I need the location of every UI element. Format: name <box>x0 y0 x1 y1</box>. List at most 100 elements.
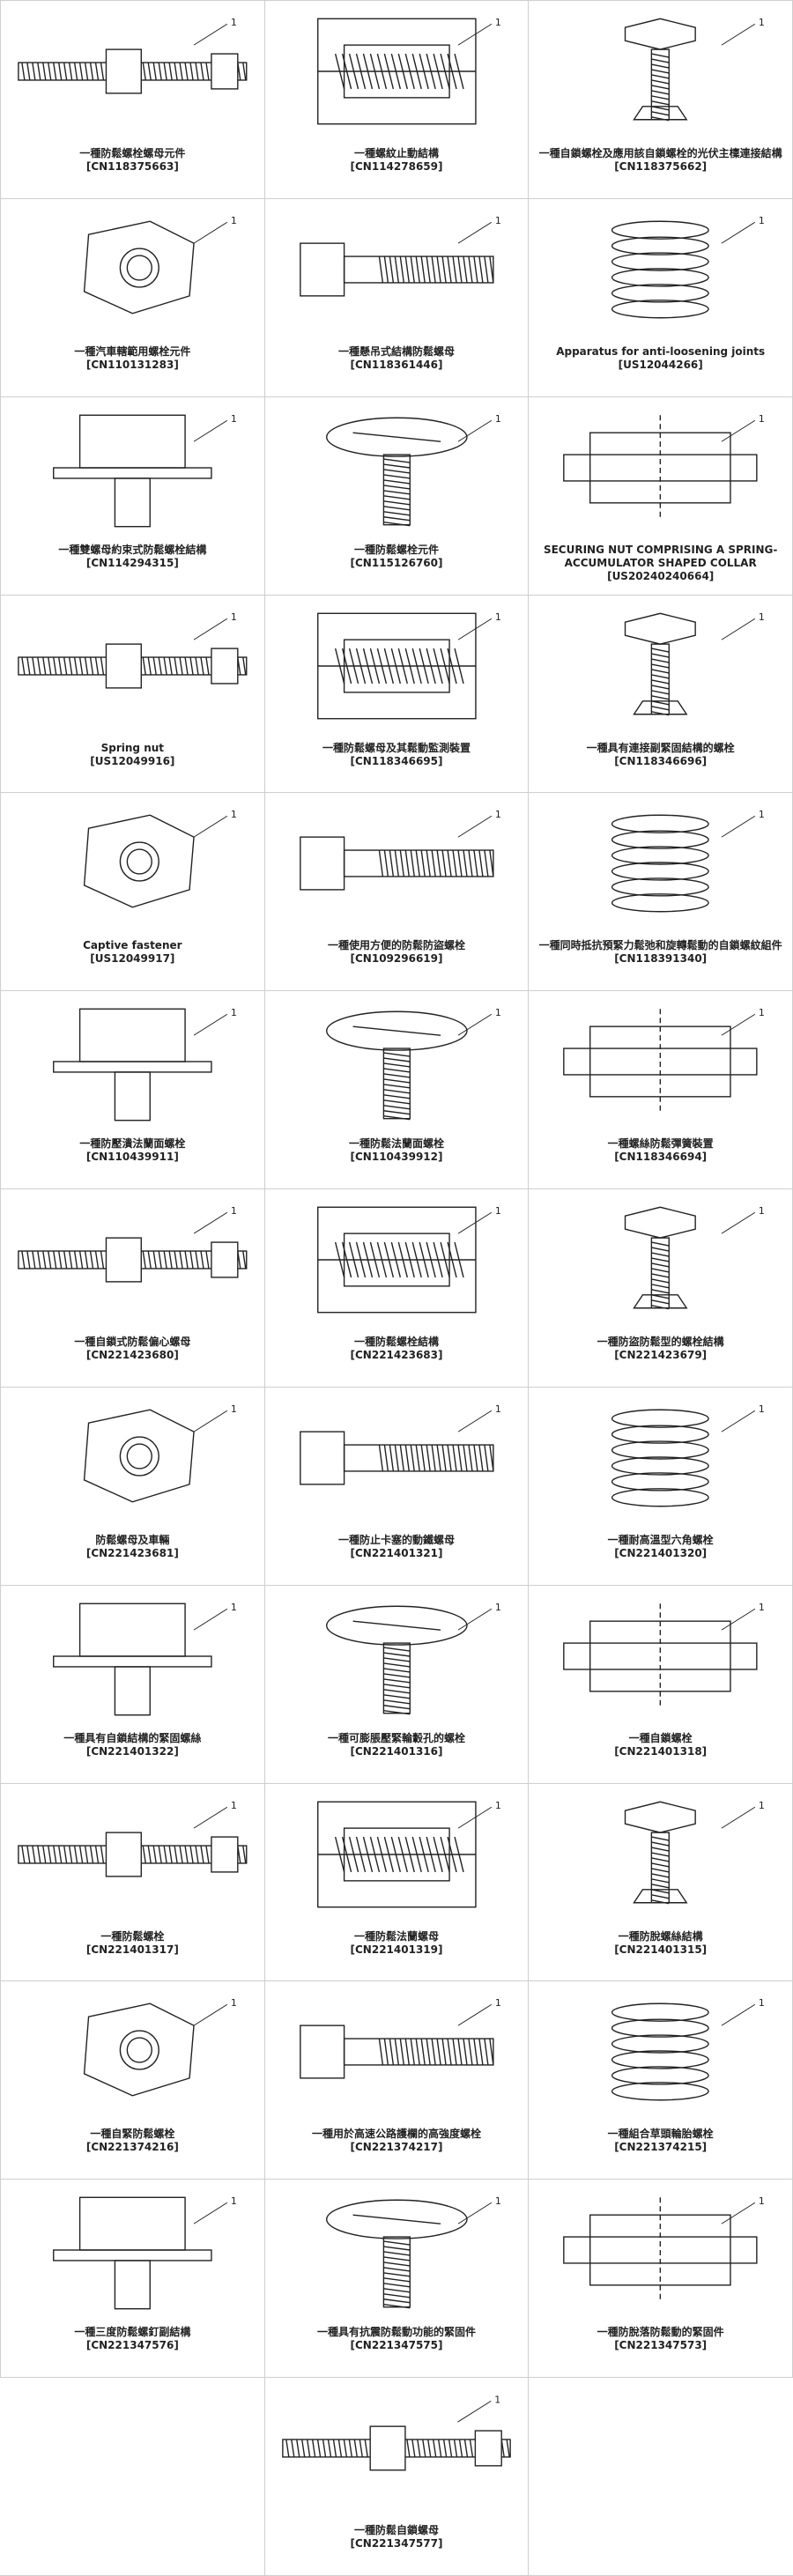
patent-caption: 一種三度防鬆螺釘副結構[CN221347576] <box>69 2321 196 2359</box>
patent-number: [CN118361446] <box>350 358 443 371</box>
fastener-drawing-icon: 1 <box>563 2196 765 2304</box>
patent-caption: 一種汽車轄範用螺栓元件[CN110131283] <box>69 340 196 379</box>
fastener-drawing-icon: 1 <box>53 413 237 528</box>
svg-text:1: 1 <box>759 1205 765 1217</box>
patent-title: Apparatus for anti-loosening joints <box>556 344 766 358</box>
patent-caption: 一種防壓潰法蘭面螺栓[CN110439911] <box>74 1132 190 1171</box>
svg-text:1: 1 <box>759 17 765 28</box>
patent-number: [CN118391340] <box>614 952 708 966</box>
svg-text:1: 1 <box>495 810 501 821</box>
patent-number: [CN110131283] <box>85 358 179 371</box>
patent-caption: 一種使用方便的防鬆防盜螺栓[CN109296619] <box>322 934 471 973</box>
svg-text:1: 1 <box>495 1800 501 1811</box>
fastener-drawing-icon: 1 <box>18 1205 248 1283</box>
fastener-drawing-icon: 1 <box>316 611 501 719</box>
patent-title: 一種具有抗震防鬆動功能的緊固件 <box>317 2326 477 2339</box>
patent-title: 一種防鬆螺栓元件 <box>353 543 439 556</box>
patent-title: 一種自鎖螺栓及應用該自鎖螺栓的光伏主檁連接結構 <box>538 147 782 159</box>
patent-title: Captive fastener <box>83 939 182 952</box>
patent-number: [CN110439912] <box>350 1151 443 1164</box>
patent-title: SECURING NUT COMPRISING A SPRING-ACCUMUL… <box>543 543 778 569</box>
patent-number: [CN118375662] <box>614 160 708 173</box>
patent-title: 一種防脫螺絲結構 <box>618 1929 703 1943</box>
patent-number: [CN221401315] <box>614 1943 708 1956</box>
svg-text:1: 1 <box>231 1205 237 1217</box>
patent-caption: 一種防止卡塞的動鐵螺母[CN221401321] <box>333 1529 460 1567</box>
patent-caption: 一種同時抵抗預緊力鬆弛和旋轉鬆動的自鎖螺紋組件[CN118391340] <box>534 934 788 973</box>
fastener-drawing-icon: 1 <box>316 17 500 125</box>
patent-drawing: 1 <box>1 1586 264 1727</box>
fastener-drawing-icon: 1 <box>625 17 765 122</box>
patent-title: 一種同時抵抗預緊力鬆弛和旋轉鬆動的自鎖螺紋組件 <box>538 939 782 952</box>
patent-title: 一種防壓潰法蘭面螺栓 <box>79 1137 186 1151</box>
patent-row: 1 一種具有自鎖結構的緊固螺絲[CN221401322] 1 一種可膨脹壓緊輪轂孔的螺… <box>0 1585 793 1784</box>
fastener-drawing-icon: 1 <box>563 413 765 521</box>
patent-caption: 一種組合草頭輪胎螺栓[CN221374215] <box>603 2122 719 2161</box>
patent-drawing: 1 <box>1 793 264 934</box>
patent-number: [CN221401317] <box>85 1943 179 1956</box>
svg-text:1: 1 <box>495 611 501 623</box>
patent-drawing: 1 <box>529 1388 792 1529</box>
patent-caption: 一種自緊防鬆螺栓[CN221374216] <box>81 2122 184 2161</box>
patent-caption: 一種具有連接副緊固結構的螺栓[CN118346696] <box>582 737 740 775</box>
patent-title: 一種用於高速公路護欄的高強度螺栓 <box>312 2128 482 2141</box>
patent-row: 1 防鬆螺母及車輛[CN221423681] 1 一種防止卡塞的動鐵螺母[CN2214… <box>0 1387 793 1586</box>
patent-number: [CN221374216] <box>85 2141 179 2154</box>
patent-title: 一種三度防鬆螺釘副結構 <box>74 2326 191 2339</box>
patent-drawing: 1 <box>265 596 529 737</box>
patent-title: 一種具有連接副緊固結構的螺栓 <box>586 741 735 754</box>
fastener-drawing-icon: 1 <box>563 1602 765 1709</box>
patent-title: 一種懸吊式結構防鬆螺母 <box>338 344 456 358</box>
patent-drawing: 1 <box>529 397 792 538</box>
patent-title: Spring nut <box>100 741 165 754</box>
patent-card: 1 一種組合草頭輪胎螺栓[CN221374215] <box>528 1981 793 2180</box>
patent-number: [CN221401322] <box>85 1744 179 1758</box>
patent-drawing: 1 <box>265 1388 529 1529</box>
patent-drawing: 1 <box>1 596 264 737</box>
patent-title: 一種可膨脹壓緊輪轂孔的螺栓 <box>328 1731 466 1744</box>
fastener-drawing-icon: 1 <box>316 1800 501 1908</box>
fastener-drawing-icon: 1 <box>325 1602 500 1715</box>
patent-number: [CN221423680] <box>85 1349 179 1362</box>
fastener-drawing-icon: 1 <box>611 1403 765 1507</box>
svg-text:1: 1 <box>759 1998 765 2010</box>
patent-row: 1 一種三度防鬆螺釘副結構[CN221347576] 1 一種具有抗震防鬆動功能的緊固… <box>0 2180 793 2379</box>
patent-caption: 一種防鬆自鎖螺母[CN221347577] <box>345 2519 448 2557</box>
fastener-drawing-icon: 1 <box>611 215 765 319</box>
patent-caption: SECURING NUT COMPRISING A SPRING-ACCUMUL… <box>529 538 792 590</box>
patent-drawing: 1 <box>265 1981 529 2122</box>
patent-number: [CN114294315] <box>85 556 179 569</box>
patent-number: [CN221401316] <box>350 1744 443 1758</box>
patent-drawing: 1 <box>1 397 264 538</box>
svg-text:1: 1 <box>231 2196 237 2208</box>
svg-text:1: 1 <box>759 2196 765 2208</box>
patent-caption: 一種防盜防鬆型的螺栓結構[CN221423679] <box>592 1330 730 1369</box>
svg-text:1: 1 <box>759 413 765 425</box>
patent-title: 一種防鬆螺栓 <box>100 1929 165 1943</box>
patent-row: 1 一種自緊防鬆螺栓[CN221374216] 1 一種用於高速公路護欄的高強度螺栓 [… <box>0 1981 793 2180</box>
fastener-drawing-icon: 1 <box>299 1403 500 1485</box>
fastener-drawing-icon: 1 <box>53 1602 237 1716</box>
patent-caption: 防鬆螺母及車輛[CN221423681] <box>81 1529 184 1567</box>
fastener-drawing-icon: 1 <box>83 1998 237 2097</box>
patent-card: 1 一種防止卡塞的動鐵螺母[CN221401321] <box>263 1387 529 1585</box>
patent-title: 一種具有自鎖結構的緊固螺絲 <box>63 1731 202 1744</box>
patent-title: 一種防脫落防鬆動的緊固件 <box>597 2326 724 2339</box>
fastener-drawing-icon: 1 <box>83 810 237 908</box>
patent-number: [CN221374215] <box>614 2141 708 2154</box>
svg-text:1: 1 <box>495 2196 501 2208</box>
patent-card: 1 一種具有自鎖結構的緊固螺絲[CN221401322] <box>0 1585 264 1783</box>
patent-number: [CN221347575] <box>350 2339 443 2352</box>
